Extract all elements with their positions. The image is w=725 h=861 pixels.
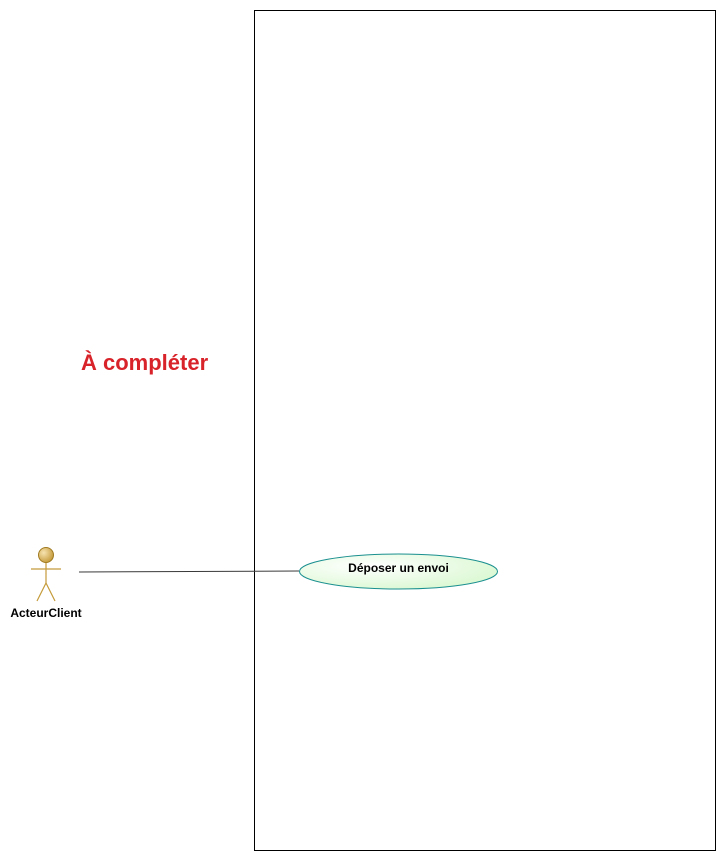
- system-boundary[interactable]: [254, 10, 716, 851]
- actor-label: ActeurClient: [10, 606, 81, 620]
- todo-note[interactable]: À compléter: [81, 350, 209, 375]
- association-line[interactable]: [78, 570, 300, 573]
- usecase-ellipse[interactable]: [299, 553, 498, 590]
- usecase-label: Déposer un envoi: [348, 561, 449, 575]
- usecase-deposer-un-envoi[interactable]: Déposer un envoi: [299, 553, 498, 590]
- actor-head: [38, 547, 54, 563]
- actor-right-leg: [45, 582, 56, 602]
- actor-left-leg: [36, 582, 47, 602]
- actor-acteurclient[interactable]: [31, 547, 61, 602]
